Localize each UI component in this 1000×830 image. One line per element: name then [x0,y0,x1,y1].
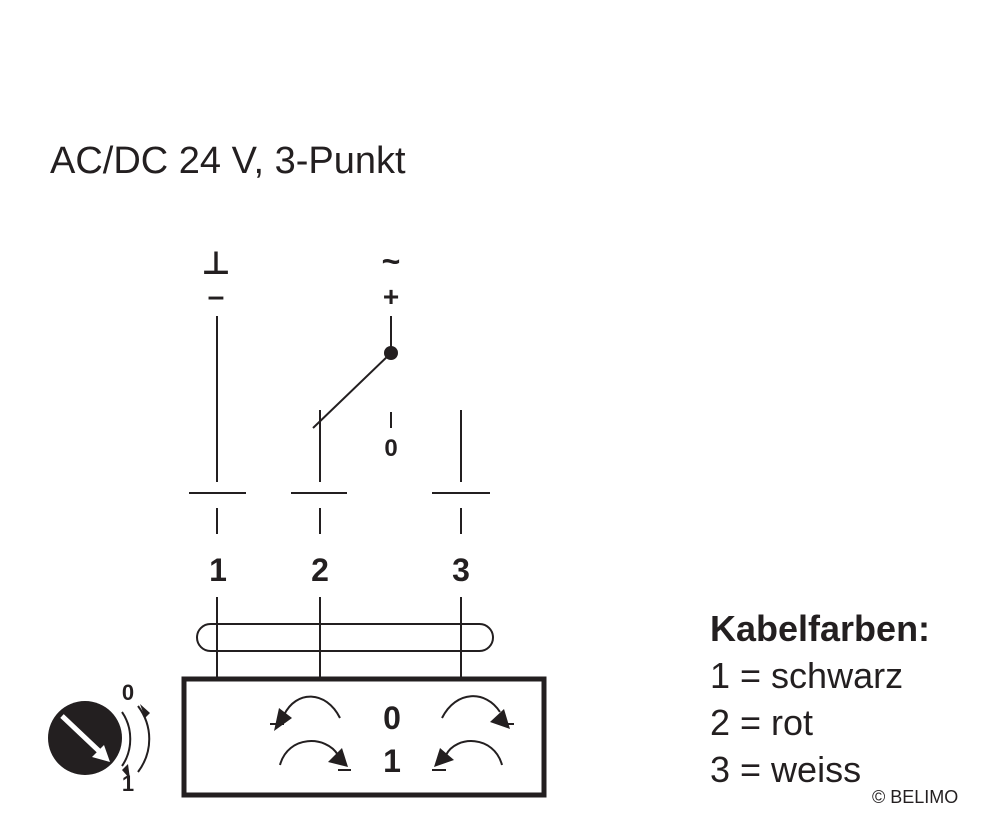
arrowhead [434,748,454,767]
copyright-notice: © BELIMO [872,787,959,807]
switch-zero-label: 0 [384,435,397,462]
actuator-position-0: 0 [383,700,401,736]
rotation-arrow-ccw-lower-right [445,740,503,766]
diagram-title: AC/DC 24 V, 3-Punkt [50,140,406,182]
legend-item-2: 2 = rot [710,702,814,743]
direction-arc-inner [121,711,132,767]
switch-pointer [60,714,101,753]
actuator-position-1: 1 [383,743,401,779]
arc-arrowhead [140,704,150,718]
switch-pointer-head [92,745,110,762]
terminal-label-3: 3 [452,552,470,588]
cable-color-legend: Kabelfarben: 1 = schwarz 2 = rot 3 = wei… [710,605,930,793]
arrowhead [328,748,348,767]
plus-symbol: + [383,281,399,312]
rotation-arrow-cw-lower-left [279,740,339,766]
ac-symbol: ~ [382,243,401,279]
switch-arm [312,352,392,429]
legend-title: Kabelfarben: [710,608,931,649]
ground-symbol: ⊥ [201,245,230,281]
minus-symbol: – [208,280,225,313]
direction-label-1: 1 [122,771,134,796]
cable-sheath [196,623,494,652]
rotation-arrow-ccw-upper-left [283,695,341,719]
direction-label-0: 0 [122,680,134,705]
actuator-box [181,676,547,798]
arc-arrowhead [122,764,130,779]
terminal-label-2: 2 [311,552,329,588]
legend-item-3: 3 = weiss [710,749,862,790]
legend-item-1: 1 = schwarz [710,655,904,696]
terminal-label-1: 1 [209,552,227,588]
rotation-arrow-cw-upper-right [441,695,501,719]
arrowhead [274,708,292,731]
direction-arc-outer [137,705,151,773]
